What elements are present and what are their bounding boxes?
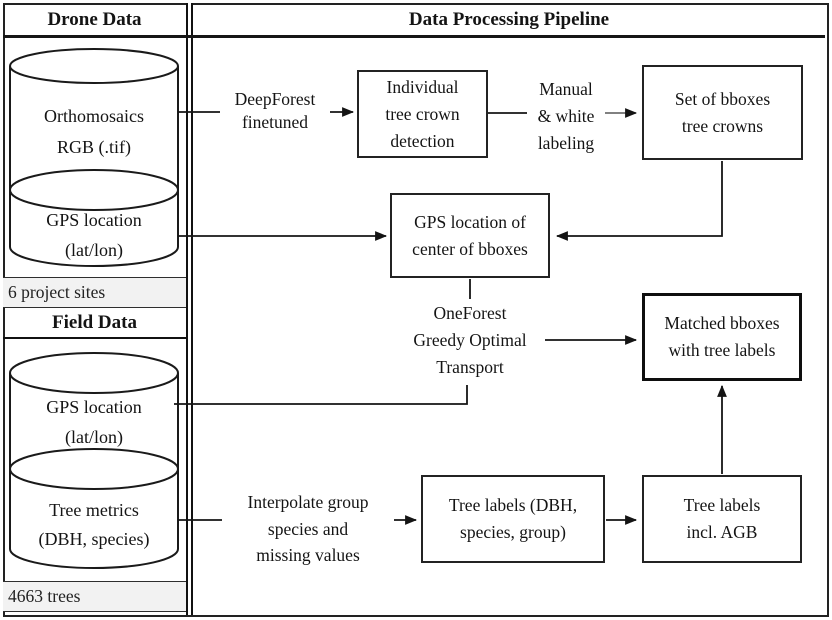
drone-data-header-label: Drone Data <box>47 9 142 30</box>
box-tree-labels-agb: Tree labels incl. AGB <box>642 475 802 563</box>
box-tree-crown-detection-label: Individual tree crown detection <box>385 76 460 151</box>
drone-data-header: Drone Data <box>3 6 186 34</box>
drone-database-icon <box>9 48 179 267</box>
field-metrics-label: Tree metrics (DBH, species) <box>38 500 150 549</box>
field-note-band: 4663 trees <box>3 581 186 612</box>
box-tree-crown-detection: Individual tree crown detection <box>357 70 488 158</box>
edge-label-oneforest: OneForest Greedy Optimal Transport <box>390 299 550 381</box>
field-gps-label: GPS location (lat/lon) <box>46 397 142 447</box>
box-set-of-bboxes: Set of bboxes tree crowns <box>642 65 803 160</box>
box-set-of-bboxes-label: Set of bboxes tree crowns <box>674 88 771 136</box>
edge-label-deepforest-text: DeepForest finetuned <box>234 89 316 132</box>
box-gps-center-bboxes: GPS location of center of bboxes <box>390 193 550 278</box>
drone-gps-label: GPS location (lat/lon) <box>46 210 142 260</box>
field-data-header-label: Field Data <box>52 311 137 333</box>
box-tree-labels-group: Tree labels (DBH, species, group) <box>421 475 605 563</box>
edge-label-interpolate: Interpolate group species and missing va… <box>222 489 394 569</box>
field-database-icon <box>9 352 179 569</box>
outer-border <box>3 3 829 617</box>
drone-note-label: 6 project sites <box>8 282 106 302</box>
edge-label-manual-labeling-text: Manual & white labeling <box>537 78 595 153</box>
box-gps-center-bboxes-label: GPS location of center of bboxes <box>412 211 528 259</box>
connector-fieldgps-to-oneforest <box>174 385 468 405</box>
pipeline-header: Data Processing Pipeline <box>193 6 825 34</box>
edge-label-oneforest-text: OneForest Greedy Optimal Transport <box>413 302 527 377</box>
drone-orthomosaics-label: Orthomosaics RGB (.tif) <box>44 106 144 157</box>
box-tree-labels-agb-label: Tree labels incl. AGB <box>683 495 761 542</box>
field-data-header: Field Data <box>3 308 186 339</box>
pipeline-header-label: Data Processing Pipeline <box>408 9 610 30</box>
field-note-label: 4663 trees <box>8 586 81 606</box>
edge-label-deepforest: DeepForest finetuned <box>220 87 330 135</box>
box-matched-bboxes-label: Matched bboxes with tree labels <box>664 313 780 360</box>
edge-label-interpolate-text: Interpolate group species and missing va… <box>247 492 369 566</box>
header-underline <box>3 35 825 38</box>
column-divider <box>186 3 193 615</box>
drone-note-band: 6 project sites <box>3 277 186 308</box>
box-matched-bboxes: Matched bboxes with tree labels <box>642 293 802 381</box>
edge-label-manual-labeling: Manual & white labeling <box>527 74 605 158</box>
box-tree-labels-group-label: Tree labels (DBH, species, group) <box>448 495 578 542</box>
connector-bboxes-to-gpscenter <box>555 161 723 241</box>
